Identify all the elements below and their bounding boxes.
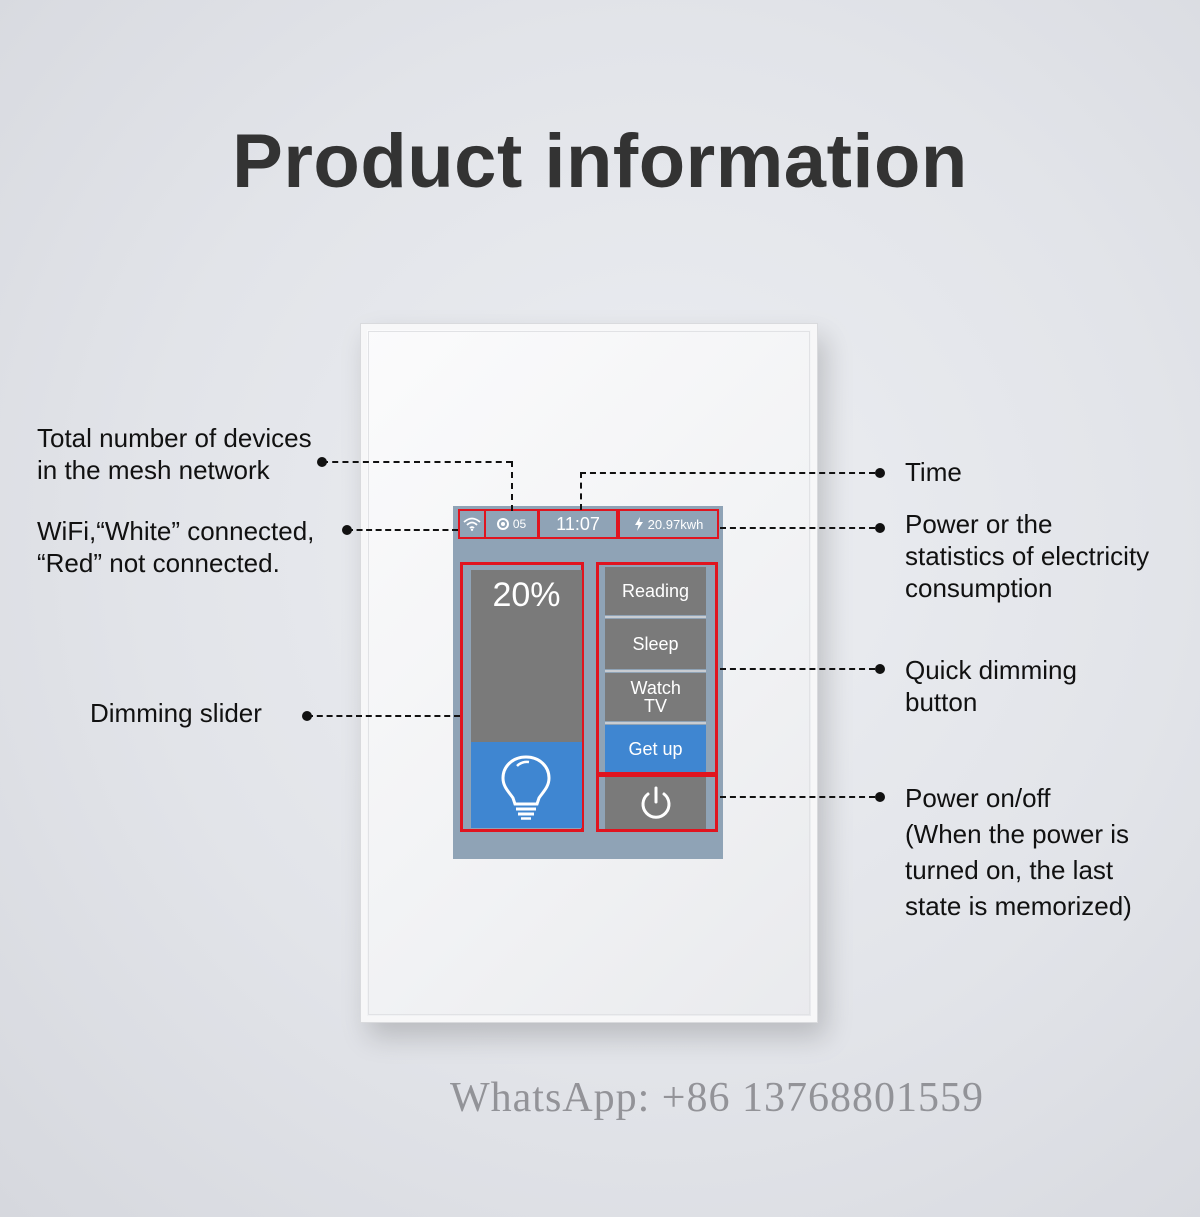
- leader-line: [580, 472, 875, 474]
- annotation-line: statistics of electricity: [905, 541, 1150, 571]
- slider-fill: [471, 742, 582, 828]
- slider-highlight: [460, 562, 584, 832]
- leader-line: [720, 527, 875, 529]
- leader-line: [511, 461, 513, 511]
- annotation-line: Power on/off: [905, 783, 1051, 813]
- devices-annotation: Total number of devices in the mesh netw…: [37, 422, 312, 486]
- get-up-button[interactable]: Get up: [605, 725, 706, 773]
- leader-line: [322, 461, 512, 463]
- annotation-line: (When the power is: [905, 819, 1129, 849]
- wall-plate-bevel: [368, 331, 810, 1015]
- brightness-percent: 20%: [492, 576, 561, 614]
- annotation-line: Quick dimming: [905, 655, 1077, 685]
- watch-tv-button[interactable]: Watch TV: [605, 673, 706, 721]
- dimming-slider-annotation: Dimming slider: [90, 698, 262, 728]
- quick-buttons-highlight: [596, 562, 718, 777]
- bulb-icon: [501, 755, 551, 820]
- annotation-line: Power or the: [905, 509, 1053, 539]
- leader-line: [307, 715, 460, 717]
- device-count: 05: [512, 517, 527, 531]
- device-count-indicator: 05: [484, 509, 539, 539]
- leader-line: [347, 529, 458, 531]
- leader-dot: [875, 664, 885, 674]
- watch-tv-label: Watch TV: [630, 678, 681, 716]
- mesh-device-icon: [496, 518, 509, 530]
- dimming-slider[interactable]: 20%: [471, 570, 582, 828]
- leader-dot: [875, 523, 885, 533]
- wifi-status: [458, 509, 486, 539]
- leader-line: [720, 796, 875, 798]
- button-divider: [605, 616, 706, 618]
- watermark: WhatsApp: +86 13768801559: [450, 1075, 984, 1121]
- annotation-line: WiFi,“White” connected,: [37, 516, 315, 546]
- touch-screen: 05 11:07 20.97kwh 20% Reading Sleep Watc…: [453, 506, 723, 859]
- page-title: Product information: [232, 119, 968, 204]
- annotation-line: Total number of devices: [37, 423, 312, 453]
- annotation-line: turned on, the last: [905, 855, 1114, 885]
- lightning-icon: [634, 517, 643, 531]
- button-divider: [605, 670, 706, 672]
- power-icon: [641, 786, 670, 819]
- status-bar: 05 11:07 20.97kwh: [453, 506, 723, 542]
- wifi-annotation: WiFi,“White” connected, “Red” not connec…: [37, 515, 314, 579]
- reading-button[interactable]: Reading: [605, 567, 706, 615]
- quick-dimming-annotation: Quick dimming button: [905, 654, 1077, 718]
- leader-dot: [875, 468, 885, 478]
- energy-value: 20.97kwh: [647, 516, 704, 532]
- power-stats-annotation: Power or the statistics of electricity c…: [905, 508, 1149, 604]
- time-annotation: Time: [905, 457, 962, 487]
- wifi-icon: [463, 517, 481, 531]
- clock: 11:07: [538, 509, 618, 539]
- annotation-line: “Red” not connected.: [37, 548, 280, 578]
- annotation-line: button: [905, 687, 978, 717]
- leader-dot: [875, 792, 885, 802]
- annotation-line: in the mesh network: [37, 455, 270, 485]
- power-highlight: [596, 772, 718, 832]
- sleep-button[interactable]: Sleep: [605, 619, 706, 669]
- leader-line: [580, 472, 582, 510]
- annotation-line: consumption: [905, 573, 1053, 603]
- energy-indicator: 20.97kwh: [618, 509, 719, 539]
- power-button[interactable]: [605, 777, 706, 829]
- power-onoff-annotation: Power on/off (When the power is turned o…: [905, 780, 1132, 924]
- leader-line: [720, 668, 875, 670]
- button-divider: [605, 722, 706, 724]
- annotation-line: state is memorized): [905, 891, 1132, 921]
